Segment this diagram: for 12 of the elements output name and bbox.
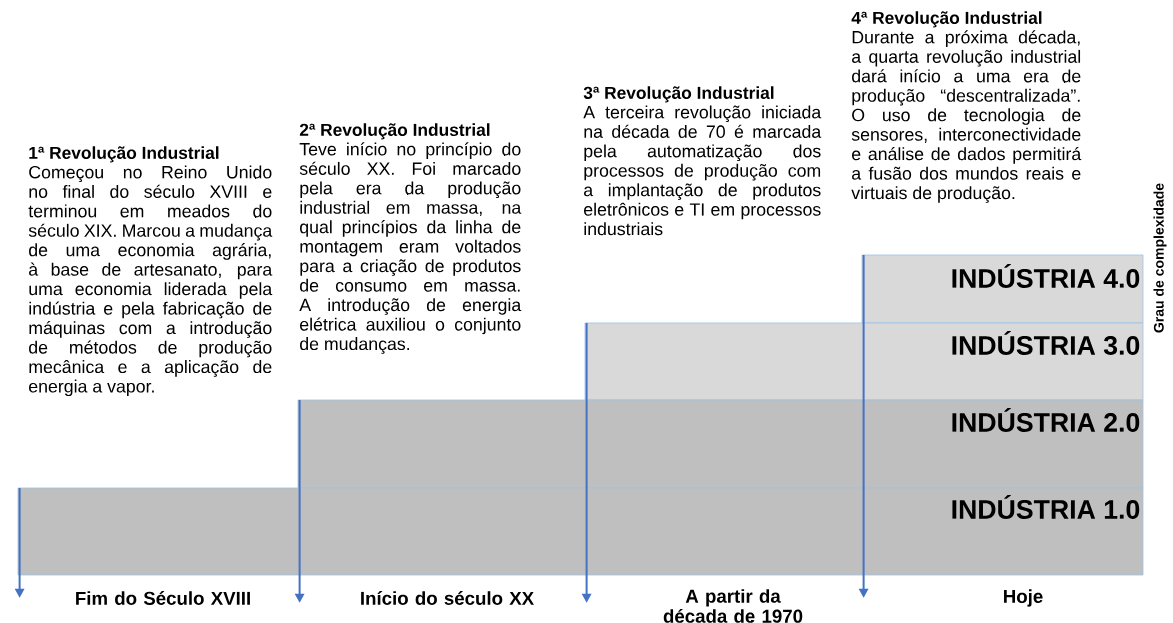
period-label: Início do século XX	[361, 591, 534, 605]
description-text: 3ª Revolução Industrial A terceira revolução iniciada na década de 70 é marcada pela automatização dos processos de produção com a implantação de produtos eletrônicos e TI em processos industriais	[583, 86, 822, 236]
period-label: Hoje	[1004, 589, 1043, 607]
axis-label: Grau de complexidade	[1153, 183, 1167, 333]
period-label: Fim do Século XVIII	[76, 591, 250, 605]
description-text: 1ª Revolução Industrial Começou no Reino Unido no final do século XVIII e terminou em meados do século XIX. Marcou a mudança de uma economia agrária, à base de artesanato, para uma economia liderada pela indústria e pela fabricação de máquinas com a introdução de métodos de produção mecânica e a aplicação de energia a vapor.	[28, 146, 273, 397]
step-band: INDÚSTRIA 1.0	[17, 487, 1144, 576]
step-band: INDÚSTRIA 2.0	[297, 399, 1144, 489]
description-text: 2ª Revolução Industrial Teve início no princípio do século XX. Foi marcado pela era da produção industrial em massa, na qual princípios da linha de montagem eram voltados para a criação de produtos de consumo em massa. A introdução de energia elétrica auxiliou o conjunto de mudanças.	[299, 123, 522, 354]
period-label: A partir da década de 1970	[663, 589, 803, 623]
description-text: 4ª Revolução Industrial Durante a próxima década, a quarta revolução industrial dará início a uma era de produção “descentralizada”. O uso de tecnologia de sensores, interconectividade e análise de dados permitirá a fusão dos mundos reais e virtuais de produção.	[851, 11, 1082, 203]
step-band: INDÚSTRIA 4.0	[861, 254, 1144, 324]
